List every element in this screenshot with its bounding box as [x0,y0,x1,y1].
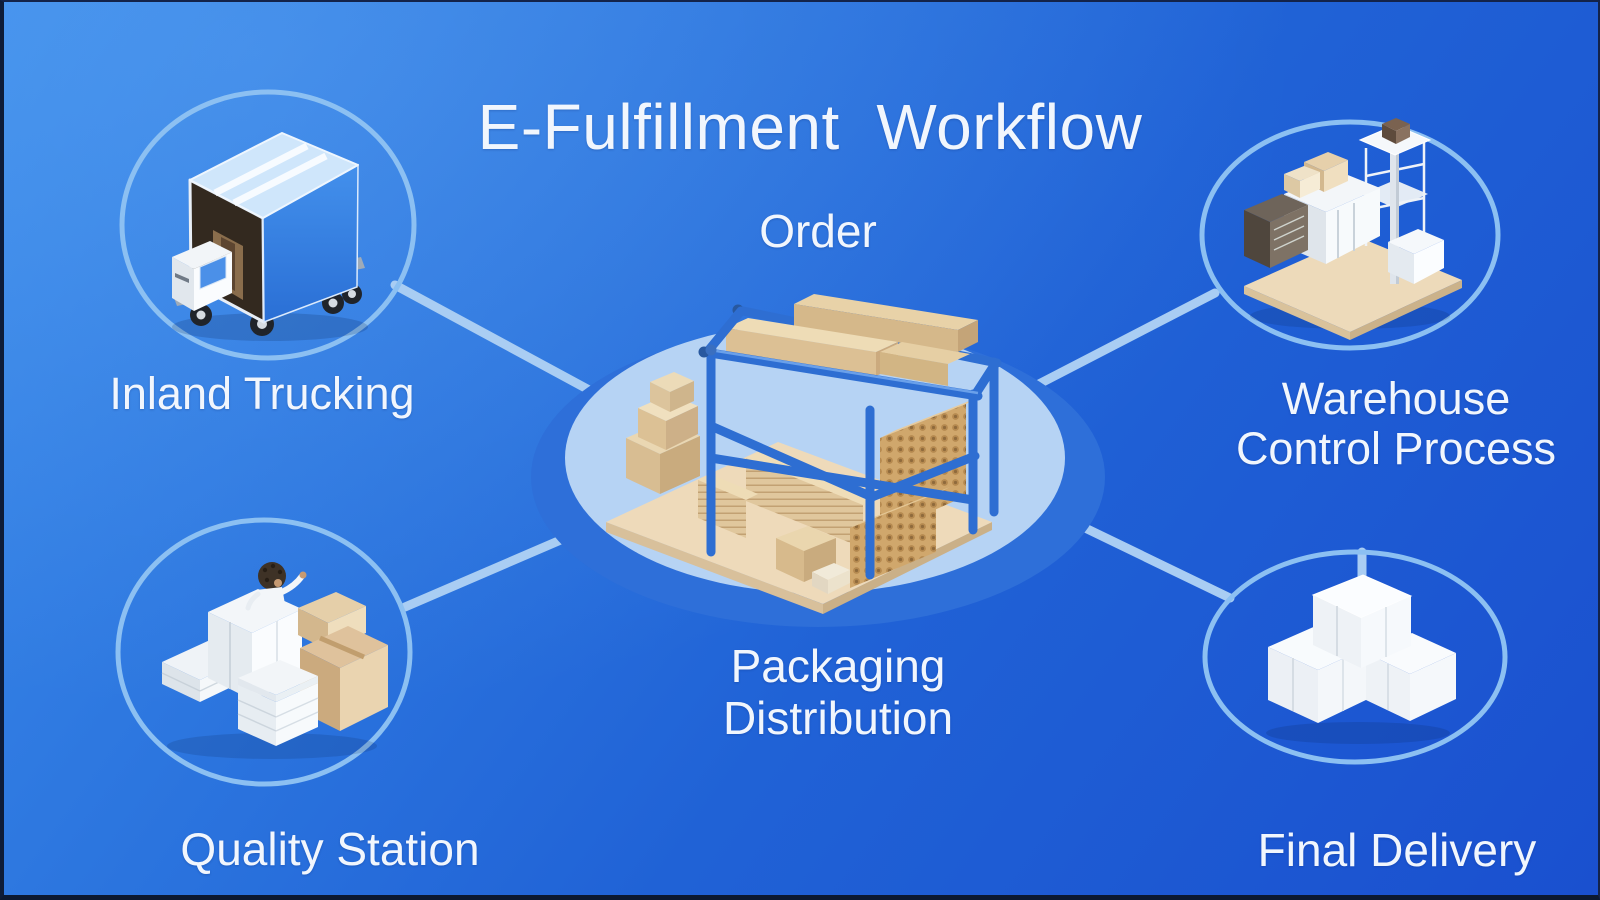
label-packaging-line1: Packaging [730,640,946,692]
label-final-delivery: Final Delivery [1257,824,1537,877]
label-warehouse-control-line2: Control Process [1235,423,1557,474]
label-packaging-distribution: Packaging Distribution [723,640,953,744]
ring-quality-station [115,517,413,787]
node-rings [115,89,1508,787]
label-inland-trucking: Inland Trucking [109,367,415,419]
machine-body [1244,152,1444,284]
label-order: Order [759,205,877,258]
storage-rack-illustration [606,294,1002,614]
label-quality-station: Quality Station [180,823,480,876]
ring-final-delivery [1202,549,1508,765]
ring-inland-trucking [119,89,417,361]
delivery-truck-illustration [172,132,368,341]
label-warehouse-control-line1: Warehouse [1281,373,1511,424]
page-title: E-Fulfillment Workflow [477,91,1143,164]
label-packaging-line2: Distribution [722,692,954,744]
label-warehouse-control: Warehouse Control Process [1236,374,1556,474]
ring-warehouse-control [1199,119,1501,351]
truck-cab [172,241,232,311]
inspection-boxes-illustration [161,562,388,759]
parcel-boxes-illustration [1266,574,1456,744]
inspector-figure [245,562,307,613]
warehouse-machine-illustration [1244,118,1462,340]
